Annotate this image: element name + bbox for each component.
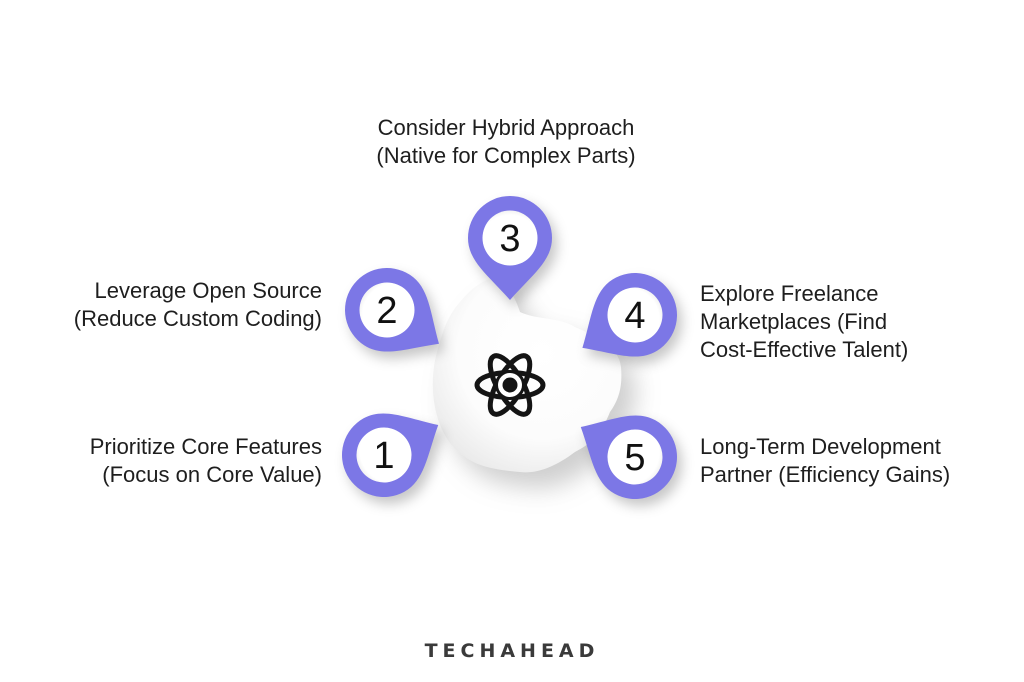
step-1-label-line-1: Prioritize Core Features xyxy=(89,434,322,459)
map-pin-icon xyxy=(582,273,677,357)
step-5-label: Long-Term Development Partner (Efficienc… xyxy=(700,433,950,489)
step-1-number: 1 xyxy=(373,434,395,477)
step-2-label: Leverage Open Source (Reduce Custom Codi… xyxy=(74,277,322,333)
step-1-label: Prioritize Core Features (Focus on Core … xyxy=(90,433,322,489)
step-5-label-line-2: Partner (Efficiency Gains) xyxy=(700,462,951,487)
step-1-label-line-2: (Focus on Core Value) xyxy=(102,462,322,487)
step-2-label-line-1: Leverage Open Source xyxy=(94,278,323,303)
step-4-number: 4 xyxy=(624,294,646,337)
step-3-label-line-1: Consider Hybrid Approach xyxy=(377,115,635,140)
step-4-label: Explore Freelance Marketplaces (Find Cos… xyxy=(700,280,908,364)
step-5-label-line-1: Long-Term Development xyxy=(700,434,941,459)
step-4-pin: 4 xyxy=(582,272,678,378)
step-3-number: 3 xyxy=(499,217,521,260)
step-5-number: 5 xyxy=(624,436,646,479)
map-pin-icon xyxy=(345,268,439,352)
react-atom-icon xyxy=(474,353,546,417)
map-pin-icon xyxy=(580,415,677,499)
map-pin-icon xyxy=(468,196,552,300)
step-4-label-line-1: Explore Freelance xyxy=(700,281,879,306)
step-2-pin: 2 xyxy=(344,267,439,373)
step-4-label-line-2: Marketplaces (Find xyxy=(700,309,888,334)
step-3-label: Consider Hybrid Approach (Native for Com… xyxy=(320,114,692,170)
step-3-pin: 3 xyxy=(467,195,553,301)
step-2-label-line-2: (Reduce Custom Coding) xyxy=(73,306,322,331)
atom-nucleus xyxy=(502,377,518,393)
step-1-pin: 1 xyxy=(341,412,439,518)
step-5-pin: 5 xyxy=(580,414,678,520)
step-4-label-line-3: Cost-Effective Talent) xyxy=(700,337,909,362)
map-pin-icon xyxy=(342,413,439,497)
step-2-number: 2 xyxy=(376,289,398,332)
brand-logo: TECHAHEAD xyxy=(424,640,600,662)
step-3-label-line-2: (Native for Complex Parts) xyxy=(376,143,636,168)
